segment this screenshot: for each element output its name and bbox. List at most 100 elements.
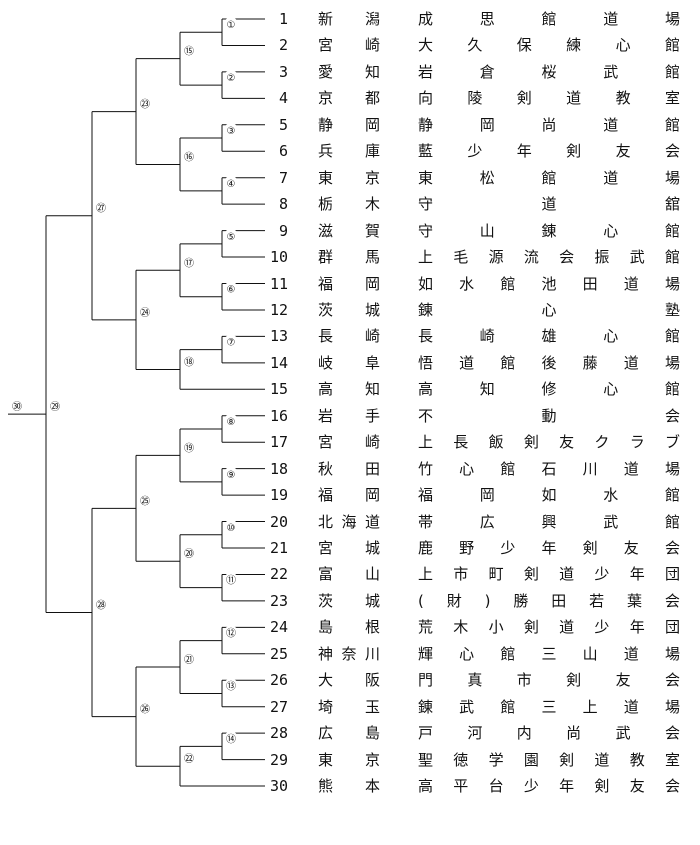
- prefecture-char: 東: [318, 168, 334, 187]
- club-char: 山: [582, 644, 598, 663]
- match-label-bg: [182, 255, 196, 270]
- match-label-bg: [182, 652, 196, 667]
- club-char: 錬: [418, 697, 434, 716]
- club-char: 市: [453, 565, 469, 584]
- club-char: 守: [418, 221, 434, 240]
- club-char: 福: [418, 486, 434, 505]
- prefecture-char: 川: [364, 644, 380, 663]
- club-char: 池: [541, 274, 557, 293]
- club-char: 会: [664, 724, 680, 743]
- prefecture-char: 根: [364, 618, 380, 637]
- entry-number: 23: [269, 591, 288, 610]
- entry-prefecture: 大阪: [318, 667, 380, 693]
- entry-club: 高平台少年剣友会: [418, 773, 680, 799]
- prefecture-char: 宮: [318, 36, 334, 55]
- club-char: 団: [664, 565, 680, 584]
- club-char: 知: [479, 380, 495, 399]
- entry-prefecture: 長崎: [318, 323, 380, 349]
- prefecture-char: 知: [364, 380, 380, 399]
- prefecture-char: 京: [318, 89, 334, 108]
- prefecture-char: 岡: [364, 115, 380, 134]
- club-char: 心: [459, 459, 475, 478]
- entry-club: (財)勝田若葉会: [418, 588, 680, 614]
- club-char: 岡: [479, 486, 495, 505]
- club-char: 塾: [664, 300, 680, 319]
- entry-club: 守道舘: [418, 191, 680, 217]
- entry-prefecture: 広島: [318, 720, 380, 746]
- match-label-bg: [48, 399, 62, 414]
- match-label-bg: [10, 399, 24, 414]
- club-char: 室: [664, 89, 680, 108]
- club-char: 館: [664, 221, 680, 240]
- club-char: 静: [418, 115, 434, 134]
- entry-prefecture: 東京: [318, 165, 380, 191]
- club-char: 興: [541, 512, 557, 531]
- match-number-label: ㉗: [96, 203, 106, 215]
- prefecture-char: 京: [364, 750, 380, 769]
- entry-prefecture: 兵庫: [318, 138, 380, 164]
- prefecture-char: 兵: [318, 142, 334, 161]
- club-char: 保: [516, 36, 532, 55]
- prefecture-char: 本: [364, 777, 380, 796]
- club-char: 室: [664, 750, 680, 769]
- prefecture-char: 福: [318, 274, 334, 293]
- prefecture-char: 高: [318, 380, 334, 399]
- prefecture-char: 岩: [318, 406, 334, 425]
- club-char: 尚: [541, 115, 557, 134]
- entry-prefecture: 秋田: [318, 456, 380, 482]
- club-char: 道: [623, 697, 639, 716]
- entry-club: 錬武館三上道場: [418, 694, 680, 720]
- club-char: 守: [418, 195, 434, 214]
- club-char: 心: [615, 36, 631, 55]
- club-char: 館: [541, 10, 557, 28]
- match-number-label: ①: [227, 20, 236, 31]
- prefecture-char: 城: [364, 591, 380, 610]
- prefecture-char: 奈: [341, 644, 357, 663]
- entry-prefecture: 茨城: [318, 297, 380, 323]
- prefecture-char: 田: [364, 459, 380, 478]
- prefecture-char: 新: [318, 10, 334, 28]
- club-char: 道: [603, 10, 619, 28]
- prefecture-char: 北: [318, 512, 334, 531]
- prefecture-char: 賀: [364, 221, 380, 240]
- entry-club: 竹心館石川道場: [418, 456, 680, 482]
- entry-number: 2: [278, 36, 288, 55]
- entry-prefecture: 愛知: [318, 59, 380, 85]
- club-char: 剣: [582, 539, 598, 557]
- club-char: 剣: [594, 777, 610, 796]
- club-char: 心: [603, 327, 619, 346]
- prefecture-char: 手: [364, 406, 380, 425]
- prefecture-char: 都: [364, 89, 380, 108]
- prefecture-char: 崎: [364, 327, 380, 346]
- match-label-bg: [182, 440, 196, 455]
- entry-number: 25: [269, 644, 288, 663]
- match-number-label: ⑮: [184, 46, 194, 58]
- match-label-bg: [182, 43, 196, 58]
- club-char: 平: [453, 777, 469, 796]
- entry-prefecture: 滋賀: [318, 218, 380, 244]
- match-number-label: ③: [227, 126, 236, 137]
- prefecture-char: 山: [364, 565, 380, 584]
- club-char: 年: [559, 777, 575, 796]
- entry-number: 17: [269, 433, 288, 452]
- club-char: 年: [516, 142, 532, 161]
- club-char: 年: [541, 539, 557, 557]
- entry-prefecture: 群馬: [318, 244, 380, 270]
- entry-number: 16: [269, 406, 288, 425]
- club-char: ラ: [629, 433, 645, 452]
- club-char: 町: [488, 565, 504, 584]
- entry-number: 30: [269, 777, 288, 796]
- entry-club: 帯広興武館: [418, 509, 680, 535]
- club-char: 武: [603, 512, 619, 531]
- match-number-label: ⑰: [184, 257, 194, 269]
